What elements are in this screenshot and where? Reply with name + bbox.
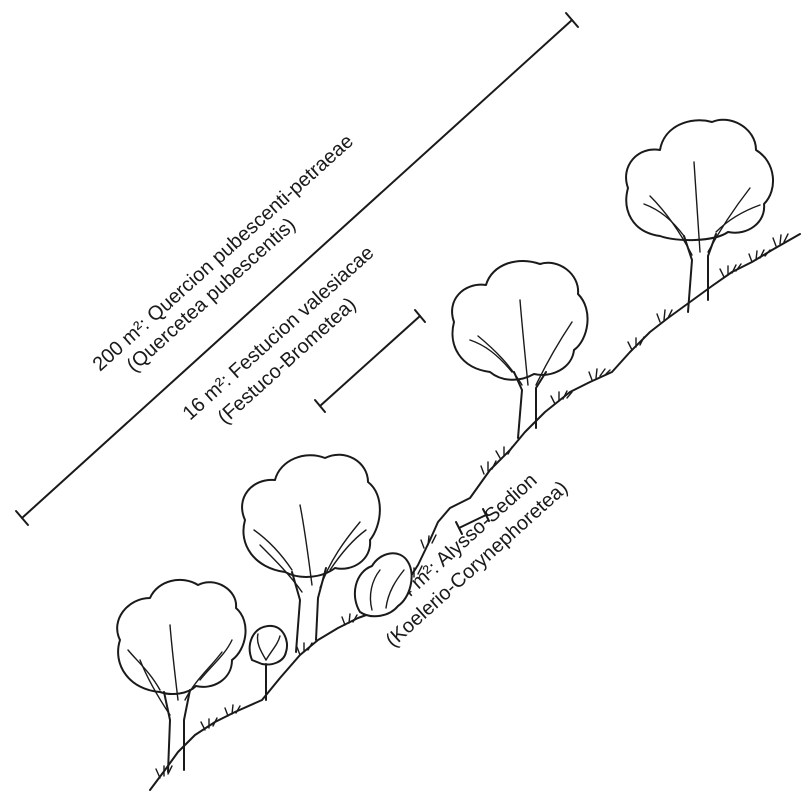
shrub-middle	[355, 553, 412, 616]
label-group-4: 4 m²: Alysso-Sedion (Koelerio-Corynephor…	[382, 469, 573, 651]
tree-3	[452, 261, 587, 438]
scale-bar-200	[16, 13, 578, 525]
tree-1	[117, 580, 245, 772]
shrub-small	[250, 626, 287, 700]
tree-2	[242, 455, 380, 652]
tree-4	[626, 120, 773, 312]
